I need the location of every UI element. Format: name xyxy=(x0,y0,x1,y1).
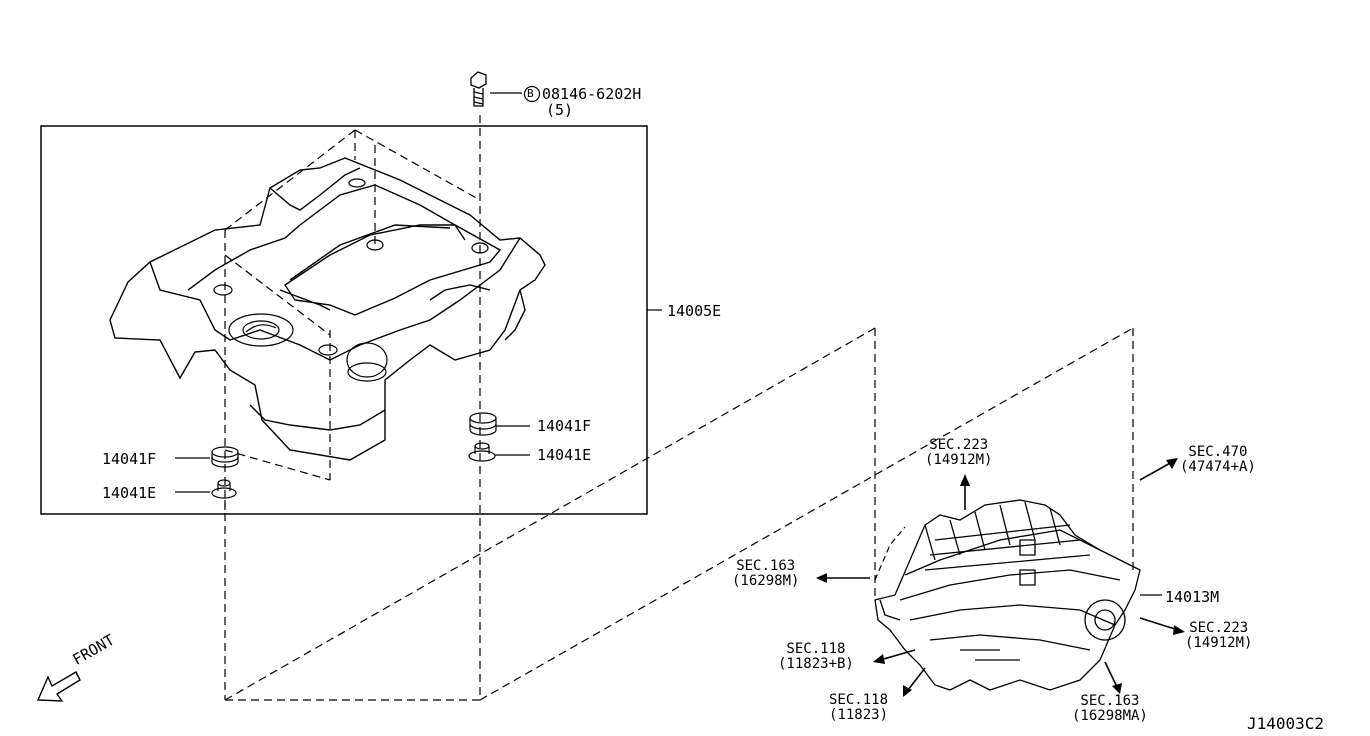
ref-sec470: SEC.470(47474+A) xyxy=(1180,444,1256,475)
intake-manifold-part-label: 14013M xyxy=(1165,588,1220,606)
ref-sec118: SEC.118(11823) xyxy=(829,692,889,723)
engine-cover-part-label: 14005E xyxy=(667,302,722,320)
bolt-drawing xyxy=(470,71,522,107)
collar-right-drawing xyxy=(468,442,530,462)
collar-left-part-label: 14041E xyxy=(102,484,157,502)
collar-left-drawing xyxy=(175,479,237,499)
emblem-drawing xyxy=(228,313,294,347)
intake-manifold-drawing xyxy=(874,499,1141,691)
cover-alignment-lines xyxy=(224,115,1134,701)
bolt-qty-label: (5) xyxy=(546,101,574,119)
ref-sec223-right: SEC.223(14912M) xyxy=(1185,620,1253,651)
grommet-right-drawing xyxy=(469,412,530,436)
ref-sec163-left: SEC.163(16298M) xyxy=(732,558,800,589)
b-circle-icon xyxy=(523,85,541,103)
reference-arrows xyxy=(823,461,1179,691)
grommet-right-part-label: 14041F xyxy=(537,417,592,435)
b-circle-letter: B xyxy=(527,87,534,100)
diagram-code-label: J14003C2 xyxy=(1247,714,1325,733)
front-arrow-icon xyxy=(36,671,81,702)
engine-cover-frame xyxy=(40,125,648,515)
grommet-left-drawing xyxy=(175,446,239,468)
grommet-left-part-label: 14041F xyxy=(102,450,157,468)
bolt-part-label: 08146-6202H xyxy=(542,85,642,103)
ref-sec118-b: SEC.118(11823+B) xyxy=(778,641,854,672)
ref-sec223-top: SEC.223(14912M) xyxy=(925,437,993,468)
collar-right-part-label: 14041E xyxy=(537,446,592,464)
ref-sec163-bottom: SEC.163(16298MA) xyxy=(1072,693,1148,724)
